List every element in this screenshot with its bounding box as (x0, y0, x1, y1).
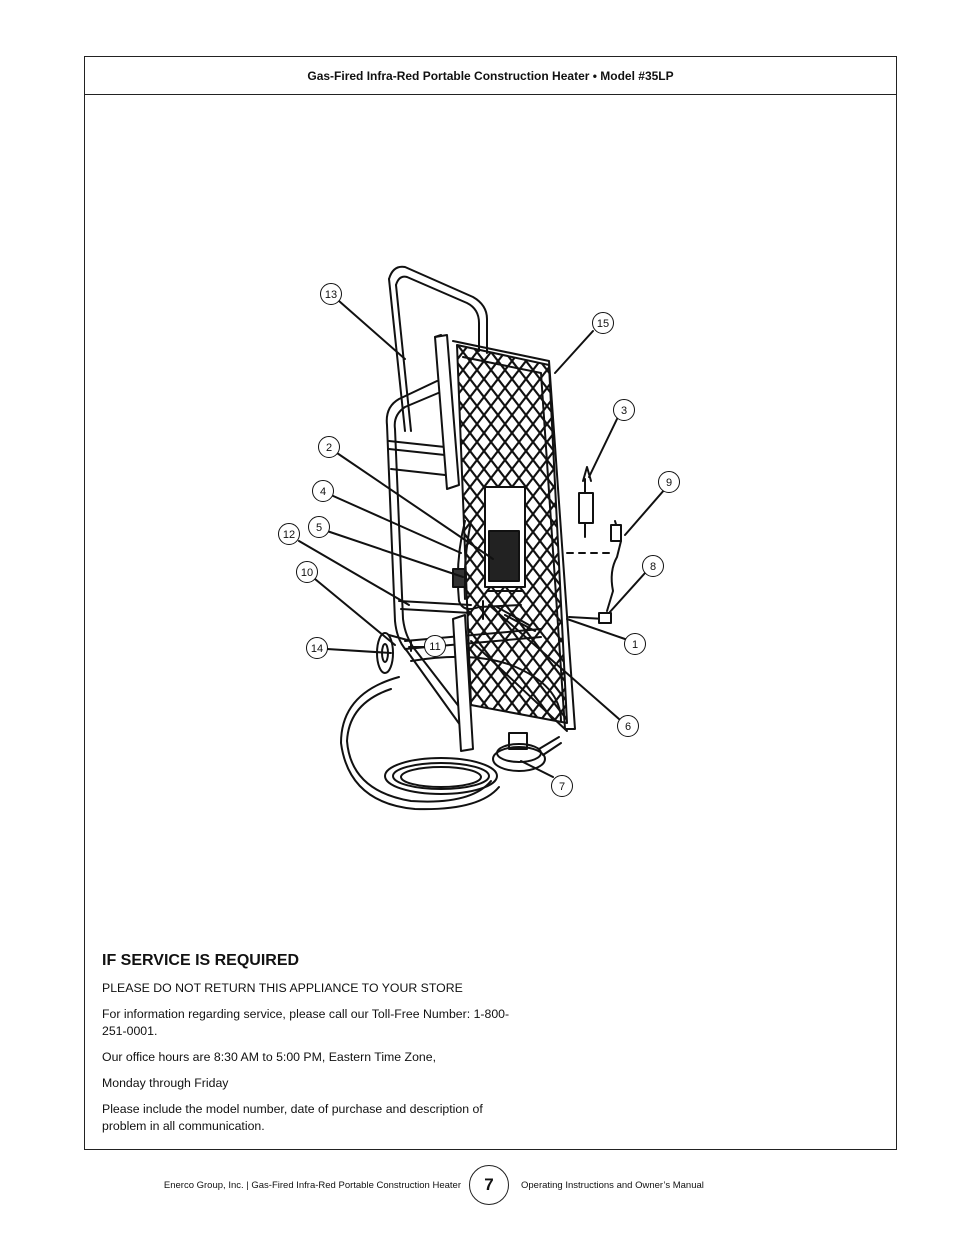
service-heading: IF SERVICE IS REQUIRED (102, 952, 300, 969)
callout-label: 8 (650, 561, 656, 573)
callout-13 (320, 283, 342, 305)
callout-label: 3 (621, 405, 627, 417)
callout-8 (642, 555, 664, 577)
callout-label: 11 (429, 641, 440, 653)
page-number: 7 (469, 1165, 509, 1205)
callout-label: 9 (666, 477, 672, 489)
callout-label: 14 (311, 643, 323, 655)
callout-14 (306, 637, 328, 659)
page-frame: Gas-Fired Infra-Red Portable Constructio… (84, 56, 897, 1150)
callout-label: 5 (316, 522, 322, 534)
callout-2 (318, 436, 340, 458)
service-include: Please include the model number, date of… (102, 1102, 483, 1133)
service-days: Monday through Friday (102, 1076, 229, 1090)
callout-7 (551, 775, 573, 797)
callout-10 (296, 561, 318, 583)
page-footer: Enerco Group, Inc. | Gas-Fired Infra-Red… (0, 1163, 954, 1209)
service-section: IF SERVICE IS REQUIRED PLEASE DO NOT RET… (102, 952, 522, 1144)
callout-label: 12 (283, 529, 295, 541)
callout-label: 10 (301, 567, 313, 579)
heater-diagram: 13 15 3 2 4 9 5 12 8 10 11 14 1 6 7 (85, 95, 896, 955)
callout-label: 15 (597, 318, 609, 330)
callout-11 (424, 635, 446, 657)
service-notice: PLEASE DO NOT RETURN THIS APPLIANCE TO Y… (102, 981, 463, 995)
callout-9 (658, 471, 680, 493)
heater-illustration: 13 15 3 2 4 9 5 12 8 10 11 14 1 6 7 (278, 265, 680, 811)
page-header: Gas-Fired Infra-Red Portable Constructio… (85, 57, 896, 95)
callout-3 (613, 399, 635, 421)
callout-1 (624, 633, 646, 655)
callout-label: 7 (559, 781, 565, 793)
footer-manual: Operating Instructions and Owner’s Manua… (521, 1180, 704, 1191)
callout-label: 13 (325, 289, 337, 301)
footer-company: Enerco Group, Inc. | Gas-Fired Infra-Red… (163, 1180, 461, 1191)
callout-6 (617, 715, 639, 737)
callout-4 (312, 480, 334, 502)
callout-label: 2 (326, 442, 332, 454)
callout-label: 6 (625, 721, 631, 733)
header-title: Gas-Fired Infra-Red Portable Constructio… (307, 68, 674, 83)
callout-label: 4 (320, 486, 326, 498)
callout-12 (278, 523, 300, 545)
service-hours: Our office hours are 8:30 AM to 5:00 PM,… (102, 1050, 437, 1064)
callout-5 (308, 516, 330, 538)
service-phone: For information regarding service, pleas… (102, 1007, 510, 1038)
callout-15 (592, 312, 614, 334)
callout-label: 1 (632, 639, 638, 651)
